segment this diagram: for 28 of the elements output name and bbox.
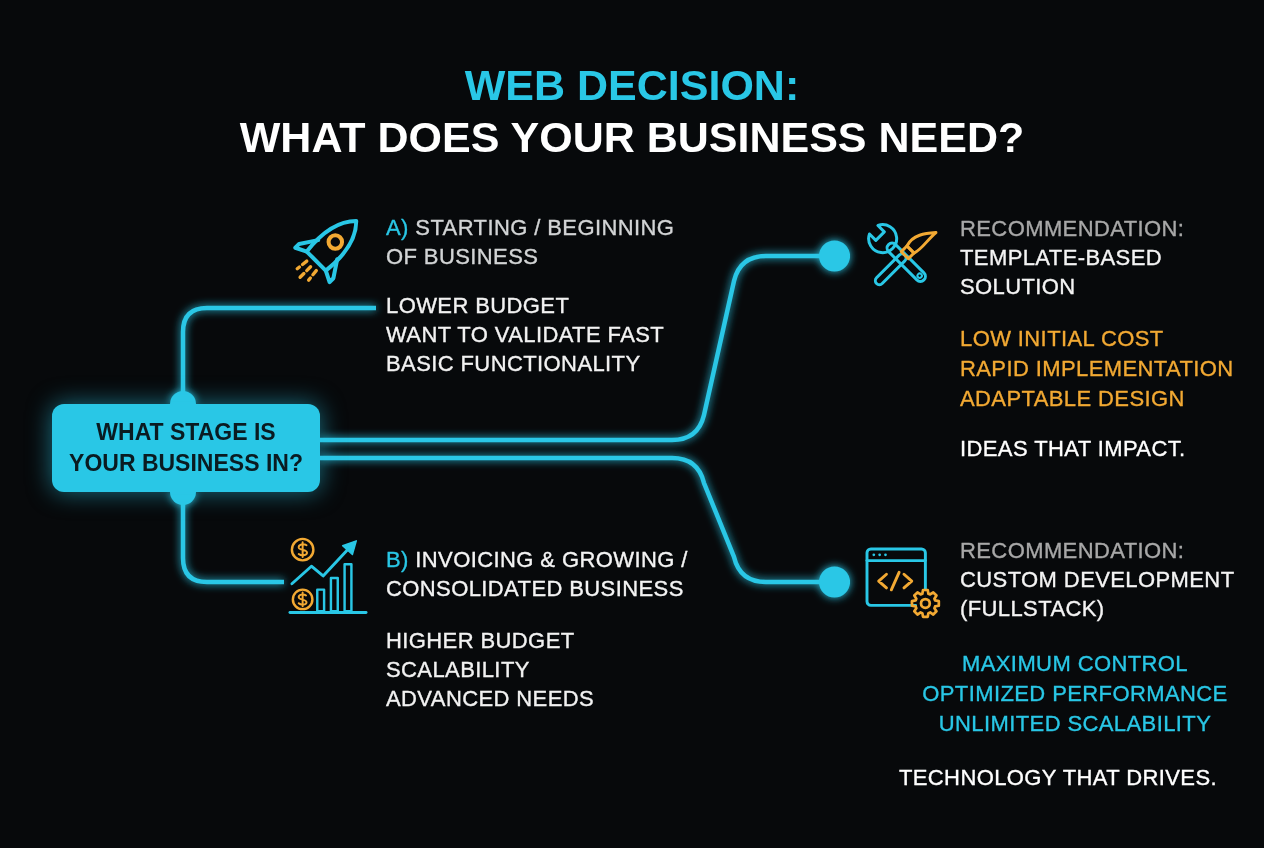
criterion-item: HIGHER BUDGET	[386, 627, 575, 655]
recommendation-title: CUSTOM DEVELOPMENT (FULLSTACK)	[960, 566, 1236, 623]
benefit-item: ADAPTABLE DESIGN	[960, 385, 1185, 413]
question-text: WHAT STAGE IS YOUR BUSINESS IN?	[68, 418, 304, 478]
benefit-item: UNLIMITED SCALABILITY	[938, 710, 1212, 738]
criterion-item: SCALABILITY	[386, 656, 530, 684]
benefit-item: RAPID IMPLEMENTATION	[960, 355, 1234, 383]
connector-line	[170, 492, 284, 585]
title: WEB DECISION:	[464, 60, 800, 111]
connector-line	[320, 455, 850, 598]
benefit-item: MAXIMUM CONTROL	[962, 650, 1188, 678]
connector-line	[170, 305, 376, 404]
criterion-item: WANT TO VALIDATE FAST	[386, 321, 665, 349]
recommendation-label: RECOMMENDATION:	[960, 215, 1185, 243]
recommendation-label: RECOMMENDATION:	[960, 537, 1185, 565]
stage-heading: A) STARTING / BEGINNING OF BUSINESS	[386, 214, 676, 271]
connector-line	[320, 240, 850, 443]
benefit-item: LOW INITIAL COST	[960, 325, 1164, 353]
recommendation-title: TEMPLATE-BASED SOLUTION	[960, 244, 1163, 301]
tagline: TECHNOLOGY THAT DRIVES.	[898, 764, 1217, 792]
criterion-item: BASIC FUNCTIONALITY	[386, 350, 641, 378]
question-box	[52, 404, 320, 492]
benefit-item: OPTIMIZED PERFORMANCE	[922, 680, 1228, 708]
tagline: IDEAS THAT IMPACT.	[960, 435, 1186, 463]
criterion-item: ADVANCED NEEDS	[386, 685, 595, 713]
criterion-item: LOWER BUDGET	[386, 292, 570, 320]
subtitle: WHAT DOES YOUR BUSINESS NEED?	[239, 112, 1025, 163]
stage-heading: B) INVOICING & GROWING / CONSOLIDATED BUSINESS	[386, 546, 689, 603]
